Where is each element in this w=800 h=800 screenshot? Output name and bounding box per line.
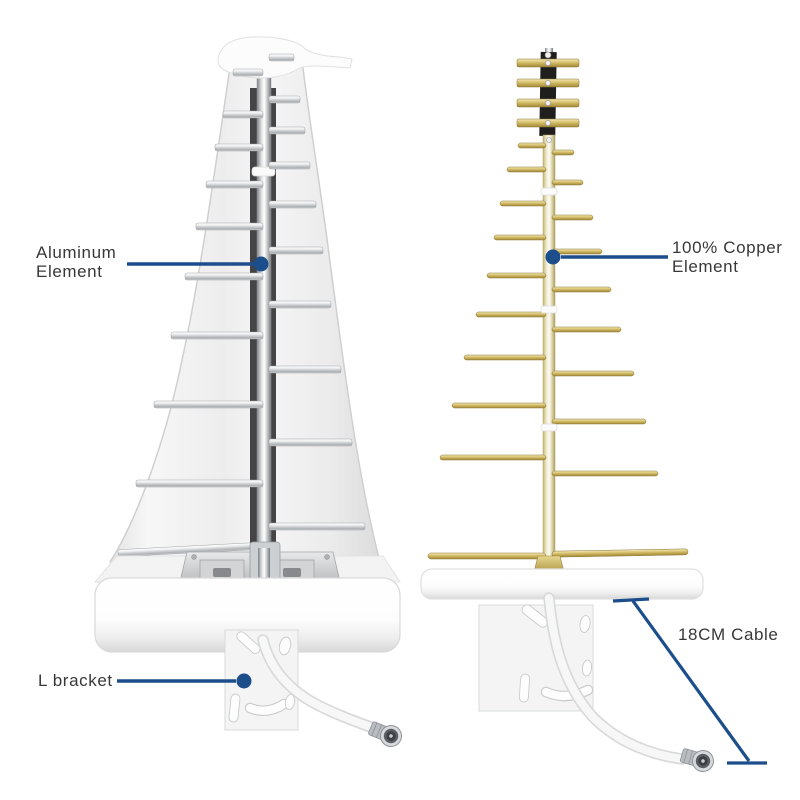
cable-length-label: 18CM Cable xyxy=(678,625,779,644)
right-antenna-base xyxy=(420,568,704,600)
left-cable xyxy=(257,634,402,747)
callouts xyxy=(117,249,767,765)
right-cable xyxy=(543,592,714,772)
left-n-connector xyxy=(368,721,402,747)
right-l-bracket xyxy=(478,604,594,712)
aluminum-callout-dot xyxy=(253,256,269,272)
pcb-screws xyxy=(544,51,552,126)
copper-callout-dot xyxy=(545,249,561,265)
left-boom-cable-tie xyxy=(251,166,276,177)
left-antenna-boom xyxy=(256,63,272,571)
l-bracket-callout-dot xyxy=(236,673,252,689)
copper-element-label: 100% Copper Element xyxy=(672,238,783,276)
left-antenna xyxy=(93,36,402,747)
right-antenna xyxy=(420,48,714,772)
right-boom-cable-ties xyxy=(540,187,558,432)
right-n-connector xyxy=(679,748,714,772)
l-bracket-label: L bracket xyxy=(38,671,113,690)
right-antenna-pcb xyxy=(539,51,557,137)
left-antenna-base xyxy=(93,541,401,653)
cable-dimension-line xyxy=(612,597,767,765)
copper-elements xyxy=(427,142,689,560)
right-antenna-boom xyxy=(542,134,556,573)
aluminum-element-label: Aluminum Element xyxy=(36,243,117,281)
